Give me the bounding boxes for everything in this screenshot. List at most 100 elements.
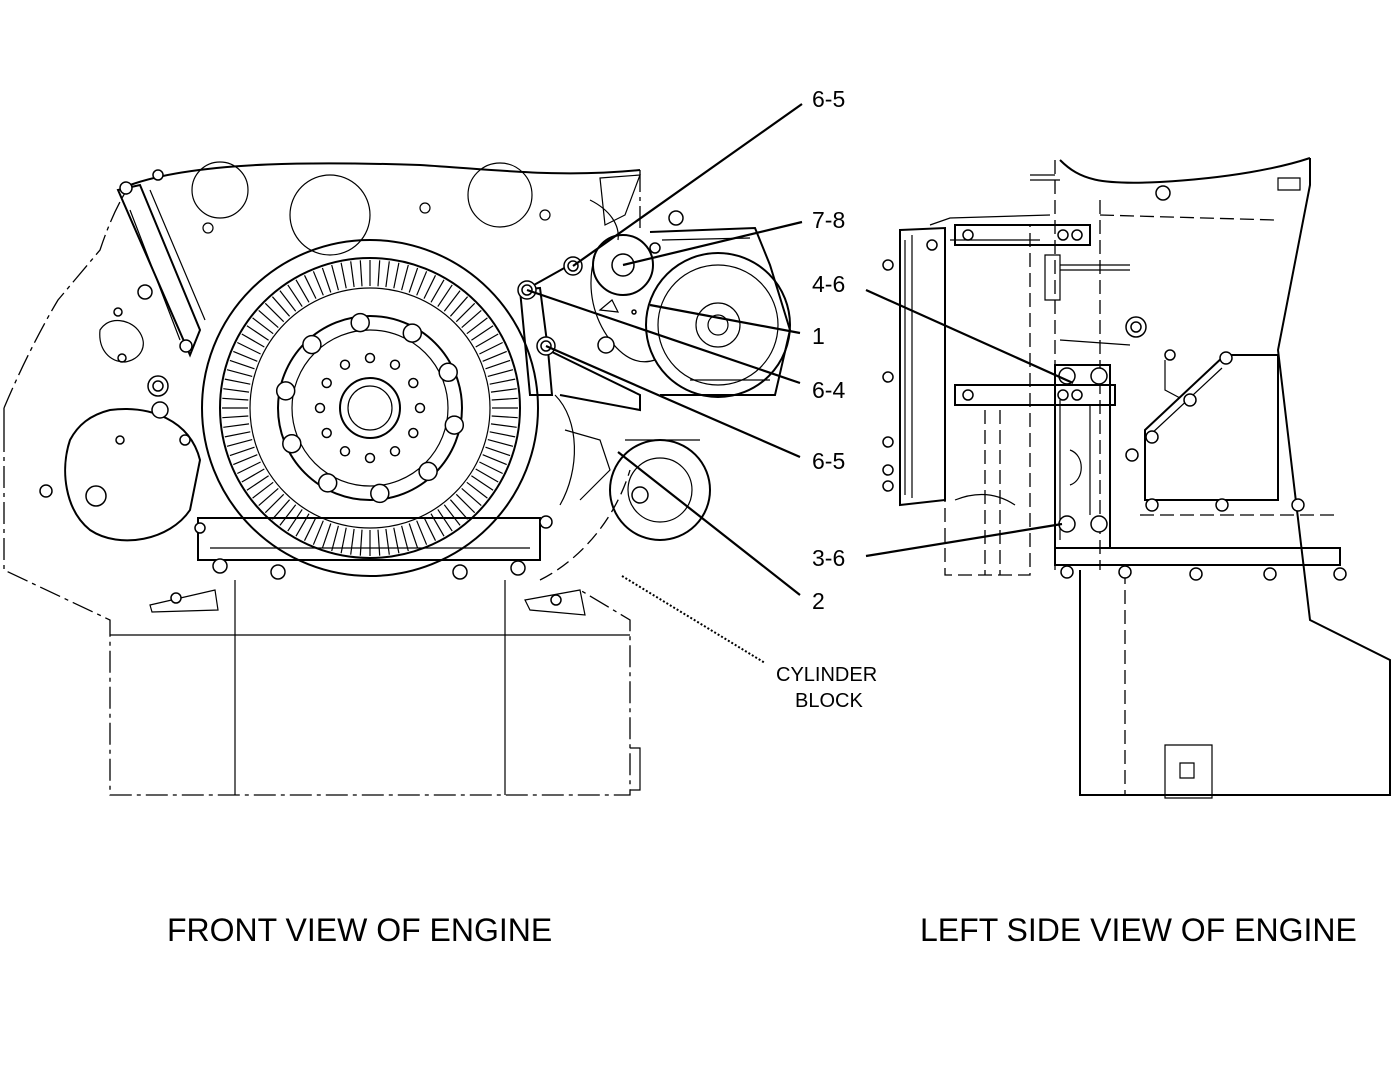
damper-ring-segment <box>489 378 516 385</box>
damper-ring-segment <box>393 262 400 289</box>
damper-ring-segment <box>455 493 476 514</box>
damper-ring-segment <box>487 369 514 377</box>
damper-ring-segment <box>237 341 261 355</box>
damper-ring-segment <box>359 529 363 556</box>
damper-ring-segment <box>423 275 437 299</box>
damper-ring-segment <box>226 369 253 377</box>
hub-hole <box>389 359 401 370</box>
front-view-caption: FRONT VIEW OF ENGINE <box>167 912 552 948</box>
damper-ring-segment <box>401 264 409 291</box>
hub-hole <box>314 402 326 414</box>
left-side-view-drawing <box>882 157 1391 799</box>
cylinder-block-line2: BLOCK <box>795 690 863 712</box>
damper-ring-segment <box>490 388 517 393</box>
damper-ring-segment <box>303 275 317 299</box>
damper-ring-segment <box>252 481 274 499</box>
damper-ring-segment <box>279 504 297 526</box>
damper-ring-segment <box>430 279 445 303</box>
damper-ring-segment <box>408 267 419 293</box>
damper-ring-segment <box>479 341 503 355</box>
hub-bolt <box>350 312 370 333</box>
damper-ring-segment <box>466 481 488 499</box>
damper-ring-segment <box>437 509 453 532</box>
damper-ring-segment <box>377 529 381 556</box>
damper-ring-segment <box>350 261 355 288</box>
callout-7-8: 7-8 <box>812 207 845 233</box>
hub-bolt <box>418 461 438 482</box>
hub-hole <box>339 446 351 457</box>
damper-ring-segment <box>359 260 363 287</box>
left-view-caption: LEFT SIDE VIEW OF ENGINE <box>920 912 1357 948</box>
damper-ring-segment <box>466 317 488 335</box>
damper-ring-segment <box>303 517 317 541</box>
hub-bolt <box>282 433 302 454</box>
damper-ring-segment <box>449 296 469 317</box>
damper-ring-segment <box>233 454 258 466</box>
damper-ring-segment <box>475 468 499 483</box>
hub-hole <box>408 377 419 389</box>
damper-ring-segment <box>271 499 291 520</box>
damper-ring-segment <box>312 271 324 296</box>
damper-ring-segment <box>485 446 511 457</box>
damper-ring-segment <box>482 454 507 466</box>
damper-ring-segment <box>491 415 518 419</box>
damper-ring-segment <box>340 527 347 554</box>
cylinder-block-note: CYLINDER BLOCK <box>776 664 877 712</box>
damper-ring-segment <box>350 528 355 555</box>
callout-3-6: 3-6 <box>812 545 845 571</box>
damper-ring-segment <box>385 528 390 555</box>
damper-ring-segment <box>223 423 250 428</box>
damper-ring-segment <box>226 439 253 447</box>
damper-ring-segment <box>233 350 258 362</box>
callout-2: 2 <box>812 588 825 614</box>
callout-4-6: 4-6 <box>812 271 845 297</box>
hub-bolt <box>317 473 338 493</box>
damper-ring-segment <box>224 378 251 385</box>
hub-hole <box>389 446 401 457</box>
damper-ring-segment <box>485 359 511 370</box>
callout-1: 1 <box>812 323 825 349</box>
damper-ring-segment <box>312 520 324 545</box>
damper-ring-segment <box>229 359 255 370</box>
callout-6-5-top: 6-5 <box>812 86 845 112</box>
damper-ring-segment <box>482 350 507 362</box>
damper-ring-segment <box>222 415 249 419</box>
damper-ring-segment <box>321 267 332 293</box>
cylinder-block-line1: CYLINDER <box>776 664 877 686</box>
damper-ring-segment <box>491 397 518 401</box>
callout-6-4: 6-4 <box>812 377 845 403</box>
damper-ring-segment <box>264 493 285 514</box>
damper-ring-segment <box>287 509 303 532</box>
damper-ring-segment <box>223 388 250 393</box>
damper-ring-segment <box>377 260 381 287</box>
damper-ring-segment <box>229 446 255 457</box>
damper-ring-segment <box>224 431 251 438</box>
damper-ring-segment <box>437 284 453 307</box>
damper-ring-segment <box>264 302 285 323</box>
damper-ring-segment <box>246 325 269 341</box>
damper-ring-segment <box>241 468 265 483</box>
damper-ring-segment <box>443 290 461 312</box>
hub-hole <box>321 377 332 389</box>
damper-ring-segment <box>449 499 469 520</box>
damper-ring-segment <box>461 309 482 329</box>
hub-bolt <box>275 381 296 401</box>
damper-ring-segment <box>279 290 297 312</box>
callout-labels: 6-5 7-8 4-6 1 6-4 6-5 3-6 2 <box>812 86 845 614</box>
damper-ring-segment <box>295 279 310 303</box>
damper-ring-segment <box>423 517 437 541</box>
damper-ring-segment <box>461 487 482 507</box>
damper-ring-segment <box>331 264 339 291</box>
damper-ring-segment <box>258 309 279 329</box>
damper-ring-segment <box>321 523 332 549</box>
hub-hole <box>321 427 332 439</box>
damper-ring-segment <box>287 284 303 307</box>
damper-ring-segment <box>222 397 249 401</box>
damper-ring-segment <box>416 271 428 296</box>
damper-ring-segment <box>475 333 499 348</box>
hub-hole <box>364 352 376 364</box>
front-view-drawing <box>3 161 792 796</box>
damper-ring-segment <box>443 504 461 526</box>
callout-6-5-mid: 6-5 <box>812 448 845 474</box>
